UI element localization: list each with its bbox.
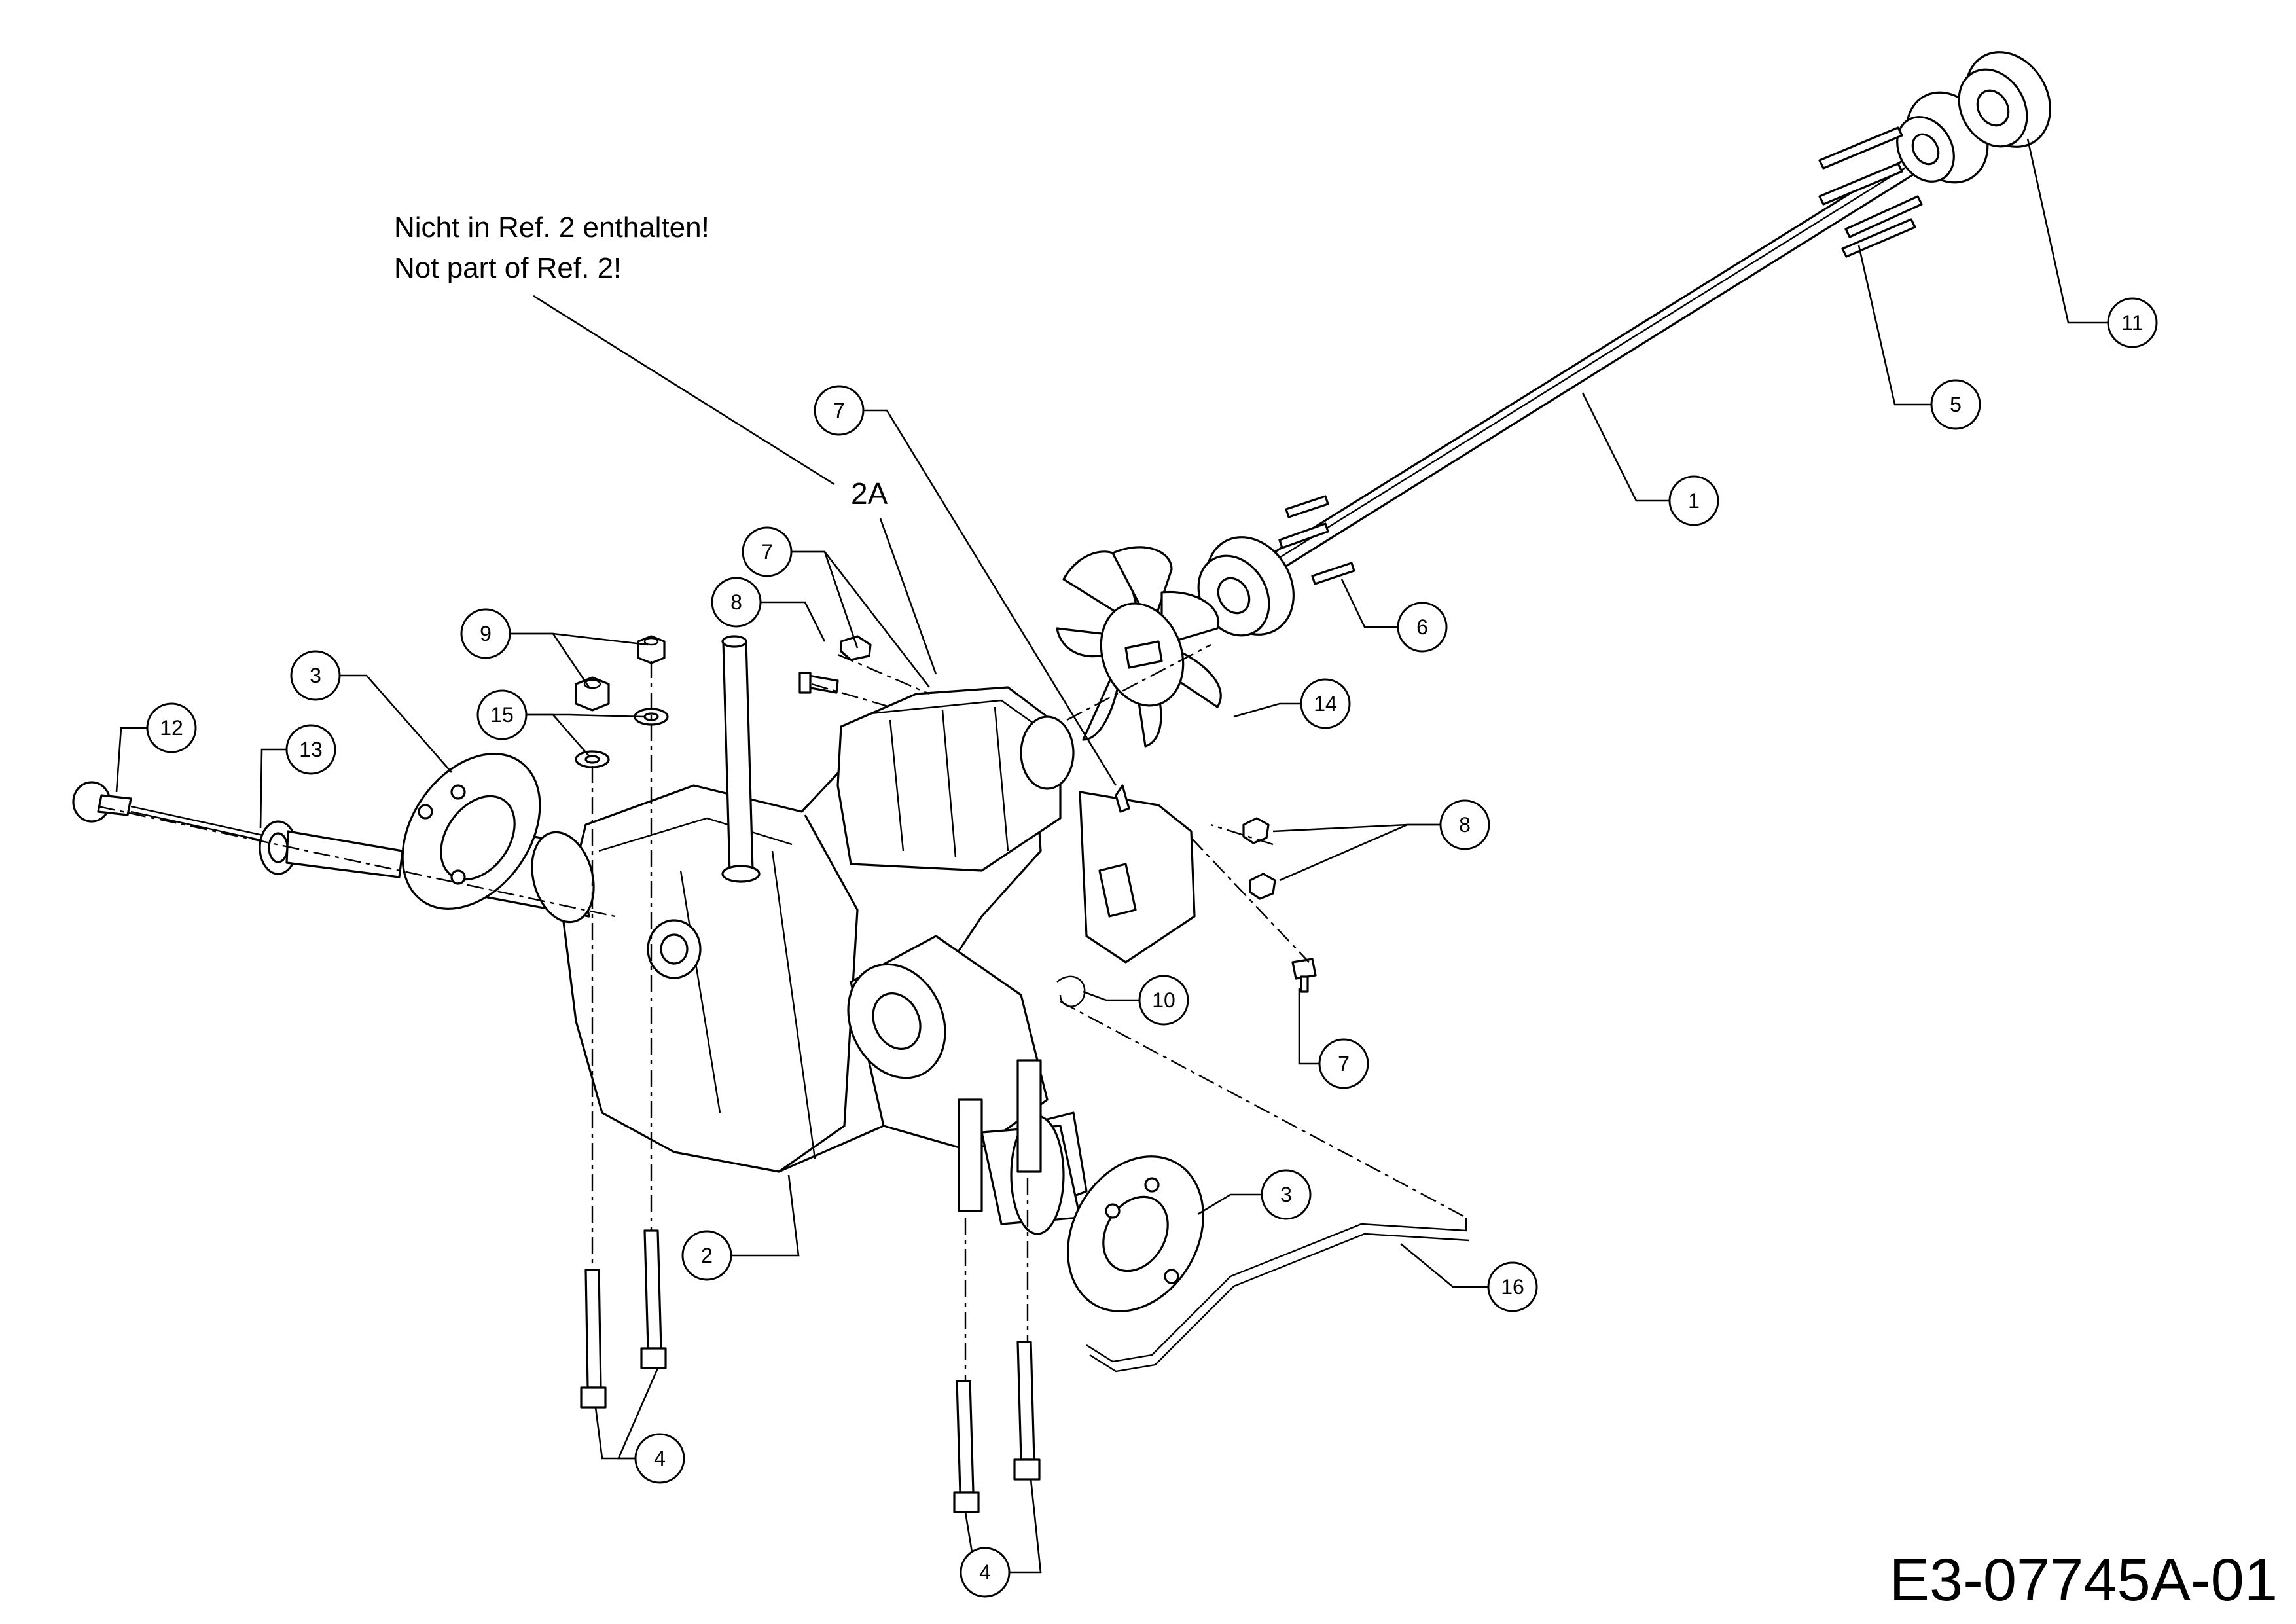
callout-7-upper: 7: [742, 526, 793, 577]
svg-text:15: 15: [490, 703, 514, 727]
spacer-tubes: [958, 1059, 1042, 1212]
bolt-4d: [1013, 1341, 1041, 1481]
callout-8-right: 8: [1439, 799, 1490, 850]
callout-4-left: 4: [634, 1433, 685, 1484]
note-line-german: Nicht in Ref. 2 enthalten!: [394, 211, 709, 244]
assembly-lines: [98, 643, 1467, 1381]
drawing-code: E3-07745A-01: [1890, 1547, 2278, 1614]
svg-text:3: 3: [310, 664, 321, 687]
ref-2a-leader: [879, 518, 937, 675]
svg-text:6: 6: [1416, 615, 1428, 639]
ref-2a-label: 2A: [851, 477, 888, 511]
callout-1: 1: [1668, 475, 1719, 526]
callout-7-top: 7: [814, 385, 865, 436]
callout-13: 13: [285, 724, 336, 775]
bolt-7-lower: [1291, 958, 1317, 993]
callout-4-right: 4: [960, 1547, 1011, 1598]
callout-14: 14: [1300, 678, 1351, 729]
wheel-hub-left: [401, 753, 541, 910]
washer-15b: [575, 750, 610, 768]
svg-text:2: 2: [701, 1244, 713, 1267]
callout-6: 6: [1397, 602, 1448, 653]
svg-text:7: 7: [833, 399, 845, 422]
callout-11: 11: [2107, 297, 2158, 348]
callout-9: 9: [460, 608, 511, 659]
callout-16: 16: [1487, 1261, 1538, 1312]
svg-text:7: 7: [1338, 1052, 1350, 1075]
bolt-4b: [640, 1229, 667, 1369]
svg-text:11: 11: [2121, 311, 2143, 334]
bolt-4c: [953, 1380, 980, 1513]
coupling-bolts-5: [1818, 126, 1923, 258]
bolt-4a: [580, 1269, 607, 1409]
nuts-8-right: [1242, 817, 1276, 900]
input-shaft: [721, 635, 761, 883]
svg-text:14: 14: [1314, 692, 1337, 715]
nut-9a: [575, 676, 610, 712]
coupling-disc-11: [1958, 51, 2051, 148]
callout-3-left: 3: [290, 650, 341, 701]
svg-text:8: 8: [1459, 813, 1471, 837]
bolt-7-bracket: [1115, 784, 1130, 813]
svg-text:10: 10: [1152, 988, 1175, 1012]
callout-15: 15: [476, 689, 528, 740]
callout-3-right: 3: [1261, 1169, 1312, 1220]
mounting-bracket: [1079, 791, 1196, 964]
oil-dipstick: [72, 781, 276, 844]
svg-text:16: 16: [1501, 1275, 1524, 1299]
svg-text:9: 9: [480, 622, 492, 645]
svg-text:8: 8: [730, 590, 742, 614]
note-leader: [533, 295, 835, 486]
note-line-english: Not part of Ref. 2!: [394, 252, 621, 284]
callout-5: 5: [1930, 379, 1981, 430]
nut-8-top: [840, 635, 872, 661]
nut-9b: [637, 635, 666, 664]
callout-10: 10: [1138, 975, 1189, 1026]
callout-8-upper: 8: [711, 577, 762, 628]
coupling-bolts-6: [1278, 495, 1355, 585]
svg-text:13: 13: [299, 738, 323, 761]
oil-filler-cap: [259, 820, 404, 878]
bolt-7-top: [798, 672, 839, 694]
callout-2: 2: [681, 1230, 732, 1281]
callout-7-lower: 7: [1318, 1038, 1369, 1089]
svg-text:12: 12: [160, 716, 183, 740]
callout-12: 12: [146, 702, 197, 753]
leader-lines: [115, 138, 2111, 1574]
drive-shaft: [1272, 148, 1932, 569]
svg-text:4: 4: [979, 1561, 991, 1584]
svg-text:5: 5: [1950, 393, 1962, 416]
svg-text:3: 3: [1280, 1183, 1292, 1206]
control-valve-2a: [836, 686, 1075, 872]
control-rod: [1086, 1218, 1470, 1373]
svg-text:7: 7: [761, 540, 773, 564]
wheel-hub-right: [980, 1115, 1204, 1312]
cooling-fan: [1056, 546, 1222, 748]
svg-text:1: 1: [1688, 489, 1700, 513]
svg-text:4: 4: [654, 1447, 666, 1470]
